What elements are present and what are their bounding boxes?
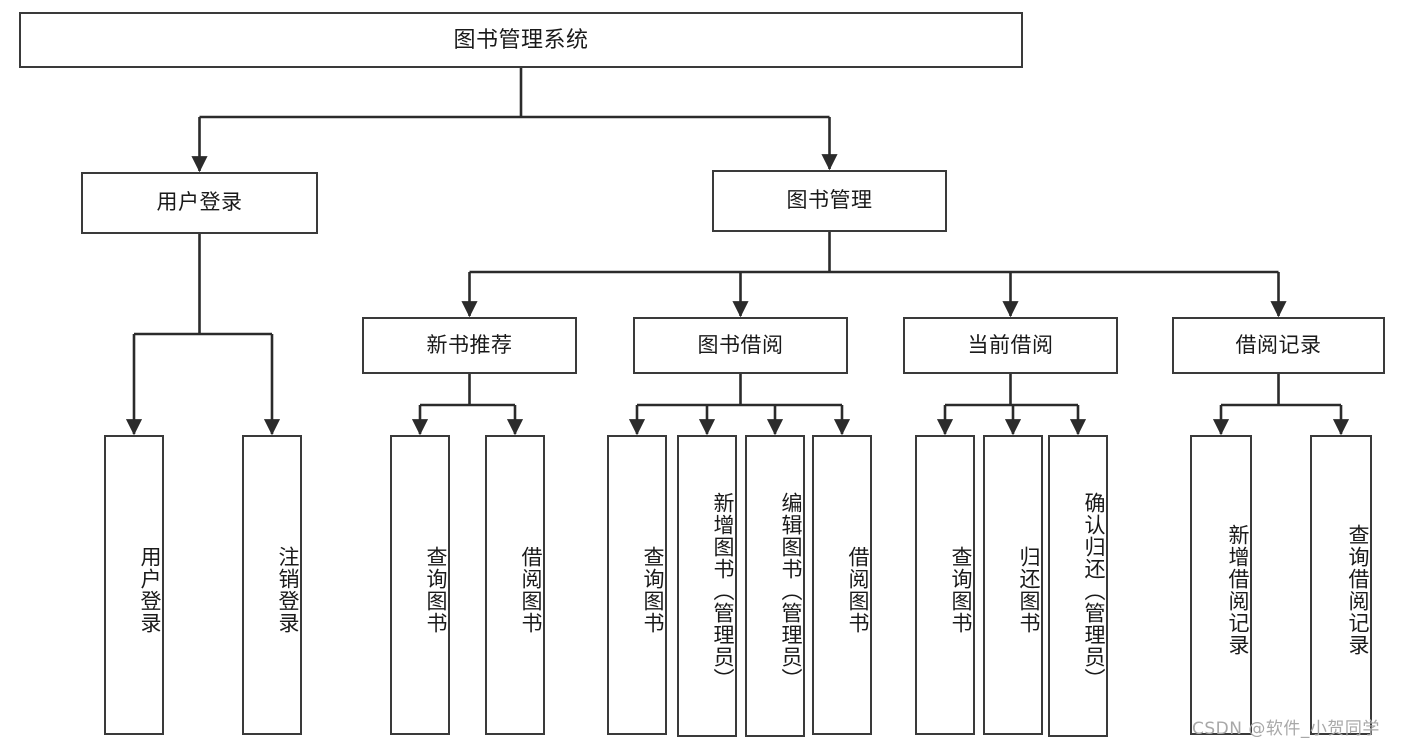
node-label: 确认归还（管理员） [1082, 492, 1105, 690]
watermark: CSDN @软件_小贺同学 [1192, 719, 1380, 739]
node-label: 新增借阅记录 [1226, 524, 1249, 656]
node-label: 用户登录 [138, 546, 161, 634]
node-leaf-add-book[interactable]: 新增图书（管理员） [677, 435, 737, 737]
node-label: 图书借阅 [697, 333, 784, 357]
node-label: 借阅图书 [519, 546, 542, 634]
node-book-manage[interactable]: 图书管理 [712, 170, 947, 232]
node-leaf-query-book-2[interactable]: 查询图书 [607, 435, 667, 735]
node-leaf-query-book-1[interactable]: 查询图书 [390, 435, 450, 735]
node-user-login[interactable]: 用户登录 [81, 172, 318, 234]
node-leaf-add-record[interactable]: 新增借阅记录 [1190, 435, 1252, 735]
node-label: 图书管理 [786, 189, 873, 213]
node-leaf-confirm-return[interactable]: 确认归还（管理员） [1048, 435, 1108, 737]
node-leaf-user-login[interactable]: 用户登录 [104, 435, 164, 735]
node-leaf-borrow-book-1[interactable]: 借阅图书 [485, 435, 545, 735]
node-label: 查询图书 [424, 546, 447, 634]
node-label: 查询图书 [641, 546, 664, 634]
node-label: 当前借阅 [967, 333, 1054, 357]
node-leaf-query-book-3[interactable]: 查询图书 [915, 435, 975, 735]
node-current-borrow[interactable]: 当前借阅 [903, 317, 1118, 374]
node-label: 编辑图书（管理员） [779, 492, 802, 690]
node-leaf-query-record[interactable]: 查询借阅记录 [1310, 435, 1372, 735]
node-label: 归还图书 [1017, 546, 1040, 634]
node-label: 新书推荐 [426, 333, 513, 357]
node-book-borrow[interactable]: 图书借阅 [633, 317, 848, 374]
node-label: 查询图书 [949, 546, 972, 634]
node-label: 借阅图书 [846, 546, 869, 634]
node-label: 图书管理系统 [453, 26, 589, 52]
node-label: 用户登录 [156, 191, 243, 215]
node-leaf-edit-book[interactable]: 编辑图书（管理员） [745, 435, 805, 737]
node-borrow-record[interactable]: 借阅记录 [1172, 317, 1385, 374]
node-root[interactable]: 图书管理系统 [19, 12, 1023, 68]
node-new-book-rec[interactable]: 新书推荐 [362, 317, 577, 374]
node-leaf-return-book[interactable]: 归还图书 [983, 435, 1043, 735]
node-leaf-user-logout[interactable]: 注销登录 [242, 435, 302, 735]
node-label: 借阅记录 [1235, 333, 1322, 357]
node-label: 查询借阅记录 [1346, 524, 1369, 656]
node-label: 注销登录 [276, 546, 299, 634]
node-label: 新增图书（管理员） [711, 492, 734, 690]
node-leaf-borrow-book-2[interactable]: 借阅图书 [812, 435, 872, 735]
